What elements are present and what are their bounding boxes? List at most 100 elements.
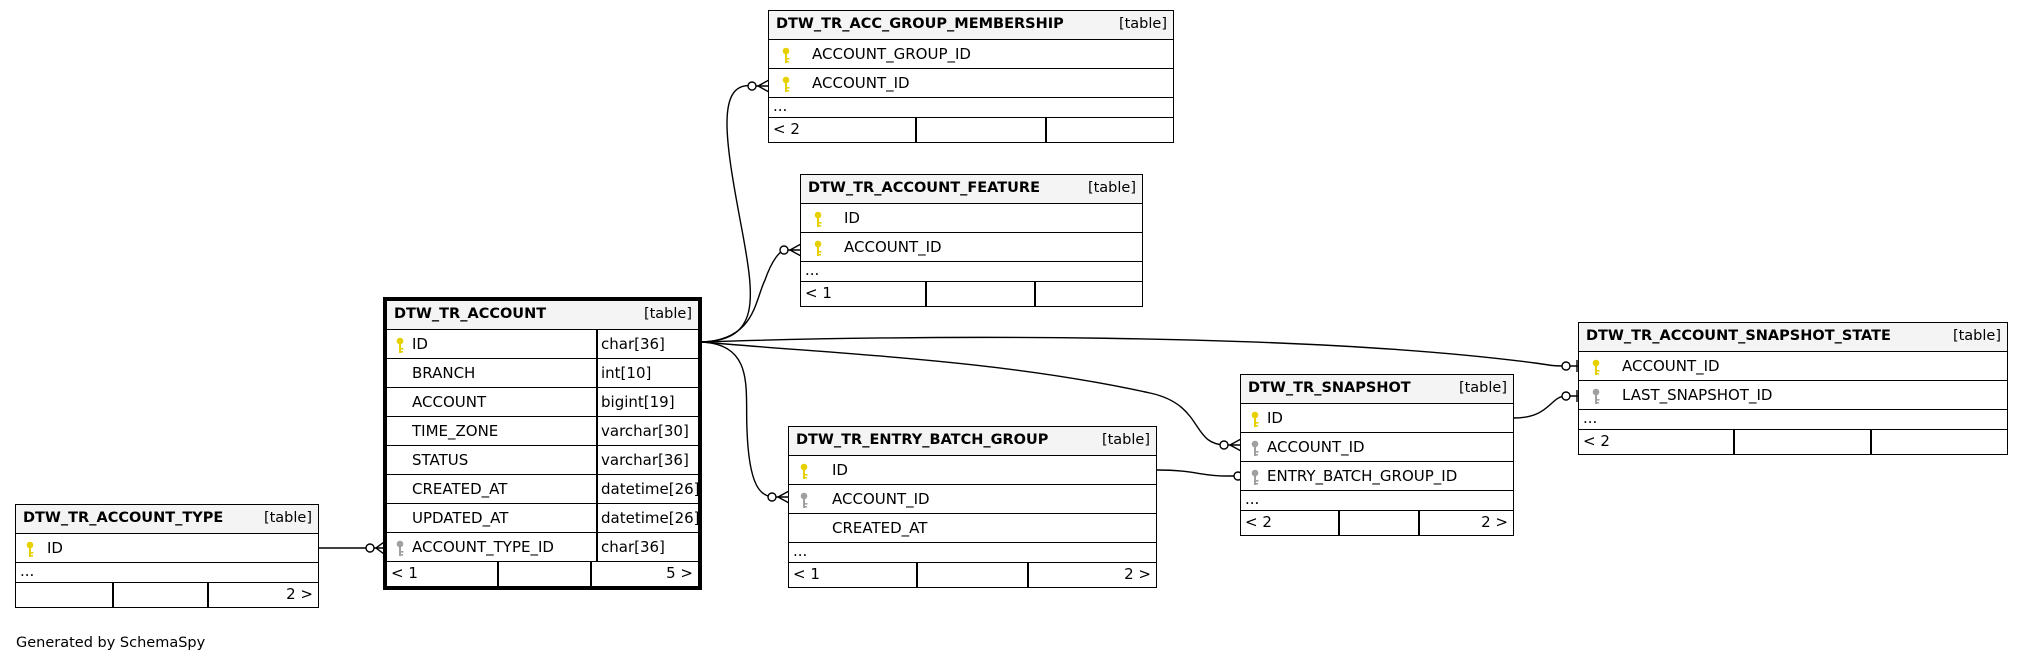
- table-header: DTW_TR_ACC_GROUP_MEMBERSHIP [table]: [769, 11, 1173, 40]
- edge-snapshot-to-snapshot-state: [1513, 395, 1580, 419]
- ellipsis: ...: [1245, 490, 1260, 508]
- column-name: ACCOUNT_ID: [844, 238, 942, 256]
- table-footer: < 2: [1579, 430, 2007, 454]
- column-row[interactable]: ACCOUNT bigint[19]: [387, 388, 698, 417]
- table-account[interactable]: DTW_TR_ACCOUNT [table] ID char[36] BRANC…: [383, 297, 702, 590]
- column-name: ID: [844, 209, 860, 227]
- children-count[interactable]: 2 >: [1124, 565, 1151, 583]
- table-name: DTW_TR_ACCOUNT_FEATURE: [808, 180, 1040, 196]
- parents-count[interactable]: < 1: [391, 564, 418, 582]
- more-columns-row: ...: [801, 261, 1142, 282]
- column-row[interactable]: ID: [801, 204, 1142, 233]
- column-row[interactable]: CREATED_AT: [789, 514, 1156, 543]
- column-row[interactable]: CREATED_AT datetime[26]: [387, 475, 700, 504]
- foreign-key-icon: [800, 492, 808, 508]
- table-name: DTW_TR_ACC_GROUP_MEMBERSHIP: [776, 16, 1064, 32]
- column-row[interactable]: ACCOUNT_ID: [789, 485, 1156, 514]
- column-name: CREATED_AT: [832, 519, 928, 537]
- table-footer: < 1 2 >: [789, 563, 1156, 587]
- edge-end-circle: [747, 81, 757, 91]
- column-row[interactable]: ACCOUNT_ID: [769, 69, 1173, 98]
- edge-end-circle: [1561, 391, 1571, 401]
- primary-key-icon: [782, 47, 790, 63]
- table-footer: < 2: [769, 118, 1173, 142]
- table-acc-group-membership[interactable]: DTW_TR_ACC_GROUP_MEMBERSHIP [table] ACCO…: [768, 10, 1174, 143]
- column-type: int[10]: [601, 364, 652, 382]
- foreign-key-icon: [1251, 469, 1259, 485]
- ellipsis: ...: [805, 261, 820, 279]
- crows-foot: [776, 490, 790, 504]
- column-name: ACCOUNT_TYPE_ID: [412, 538, 554, 556]
- more-columns-row: ...: [1241, 490, 1513, 511]
- ellipsis: ...: [1583, 409, 1598, 427]
- table-type-label: [table]: [643, 306, 692, 322]
- parents-count[interactable]: < 2: [1245, 513, 1272, 531]
- edge-account-to-acc-group-membership: [701, 85, 770, 343]
- column-row[interactable]: UPDATED_AT datetime[26]: [387, 504, 700, 533]
- column-name: TIME_ZONE: [412, 422, 499, 440]
- foreign-key-icon: [396, 540, 404, 556]
- column-row[interactable]: ID char[36]: [387, 330, 698, 359]
- column-name: ACCOUNT_GROUP_ID: [812, 45, 971, 63]
- edge-end-circle: [767, 492, 777, 502]
- column-row[interactable]: ACCOUNT_ID: [1241, 433, 1513, 462]
- primary-key-icon: [1251, 411, 1259, 427]
- parents-count[interactable]: < 2: [773, 120, 800, 138]
- column-name: ACCOUNT_ID: [1267, 438, 1365, 456]
- edge-account-to-entry-batch-group: [701, 341, 790, 498]
- table-name: DTW_TR_ACCOUNT: [394, 306, 547, 322]
- column-row[interactable]: ACCOUNT_GROUP_ID: [769, 40, 1173, 69]
- column-row[interactable]: BRANCH int[10]: [387, 359, 698, 388]
- table-account-snapshot-state[interactable]: DTW_TR_ACCOUNT_SNAPSHOT_STATE [table] AC…: [1578, 322, 2008, 455]
- column-row[interactable]: STATUS varchar[36]: [387, 446, 698, 475]
- table-account-feature[interactable]: DTW_TR_ACCOUNT_FEATURE [table] ID ACCOUN…: [800, 174, 1143, 307]
- table-header: DTW_TR_ACCOUNT_SNAPSHOT_STATE [table]: [1579, 323, 2007, 352]
- primary-key-icon: [782, 76, 790, 92]
- column-row[interactable]: ID: [16, 534, 318, 563]
- column-name: ENTRY_BATCH_GROUP_ID: [1267, 467, 1458, 485]
- edge-account-to-account-feature: [701, 249, 802, 343]
- table-header: DTW_TR_ACCOUNT_FEATURE [table]: [801, 175, 1142, 204]
- crows-foot: [1228, 438, 1242, 452]
- column-row[interactable]: ACCOUNT_TYPE_ID char[36]: [387, 533, 698, 562]
- column-name: ID: [412, 335, 428, 353]
- table-entry-batch-group[interactable]: DTW_TR_ENTRY_BATCH_GROUP [table] ID ACCO…: [788, 426, 1157, 588]
- column-row[interactable]: ID: [789, 456, 1156, 485]
- primary-key-icon: [814, 240, 822, 256]
- table-account-type[interactable]: DTW_TR_ACCOUNT_TYPE [table] ID ... 2 >: [15, 504, 319, 608]
- parents-count[interactable]: < 1: [793, 565, 820, 583]
- column-row[interactable]: ACCOUNT_ID: [1579, 352, 2007, 381]
- more-columns-row: ...: [1579, 409, 2007, 430]
- primary-key-icon: [1592, 359, 1600, 375]
- table-name: DTW_TR_SNAPSHOT: [1248, 380, 1411, 396]
- table-type-label: [table]: [1087, 180, 1136, 196]
- primary-key-icon: [814, 211, 822, 227]
- column-name: ACCOUNT_ID: [832, 490, 930, 508]
- column-row[interactable]: ID: [1241, 404, 1513, 433]
- column-row[interactable]: LAST_SNAPSHOT_ID: [1579, 381, 2007, 410]
- table-name: DTW_TR_ENTRY_BATCH_GROUP: [796, 432, 1049, 448]
- children-count[interactable]: 2 >: [286, 585, 313, 603]
- table-footer: 2 >: [16, 583, 318, 607]
- table-snapshot[interactable]: DTW_TR_SNAPSHOT [table] ID ACCOUNT_ID EN…: [1240, 374, 1514, 536]
- column-row[interactable]: ENTRY_BATCH_GROUP_ID: [1241, 462, 1513, 491]
- foreign-key-icon: [1251, 440, 1259, 456]
- edge-end-circle: [779, 245, 789, 255]
- column-type: datetime[26]: [601, 480, 700, 498]
- edge-end-circle: [1219, 440, 1229, 450]
- column-type: char[36]: [601, 335, 665, 353]
- crows-foot: [788, 243, 802, 257]
- column-name: STATUS: [412, 451, 469, 469]
- edge-account-to-snapshot-state: [701, 336, 1580, 367]
- parents-count[interactable]: < 2: [1583, 432, 1610, 450]
- column-row[interactable]: ACCOUNT_ID: [801, 233, 1142, 262]
- column-row[interactable]: TIME_ZONE varchar[30]: [387, 417, 698, 446]
- table-footer: < 1: [801, 282, 1142, 306]
- table-name: DTW_TR_ACCOUNT_SNAPSHOT_STATE: [1586, 328, 1891, 344]
- children-count[interactable]: 5 >: [666, 564, 693, 582]
- column-type: bigint[19]: [601, 393, 675, 411]
- children-count[interactable]: 2 >: [1481, 513, 1508, 531]
- table-type-label: [table]: [1118, 16, 1167, 32]
- parents-count[interactable]: < 1: [805, 284, 832, 302]
- column-name: ACCOUNT_ID: [1622, 357, 1720, 375]
